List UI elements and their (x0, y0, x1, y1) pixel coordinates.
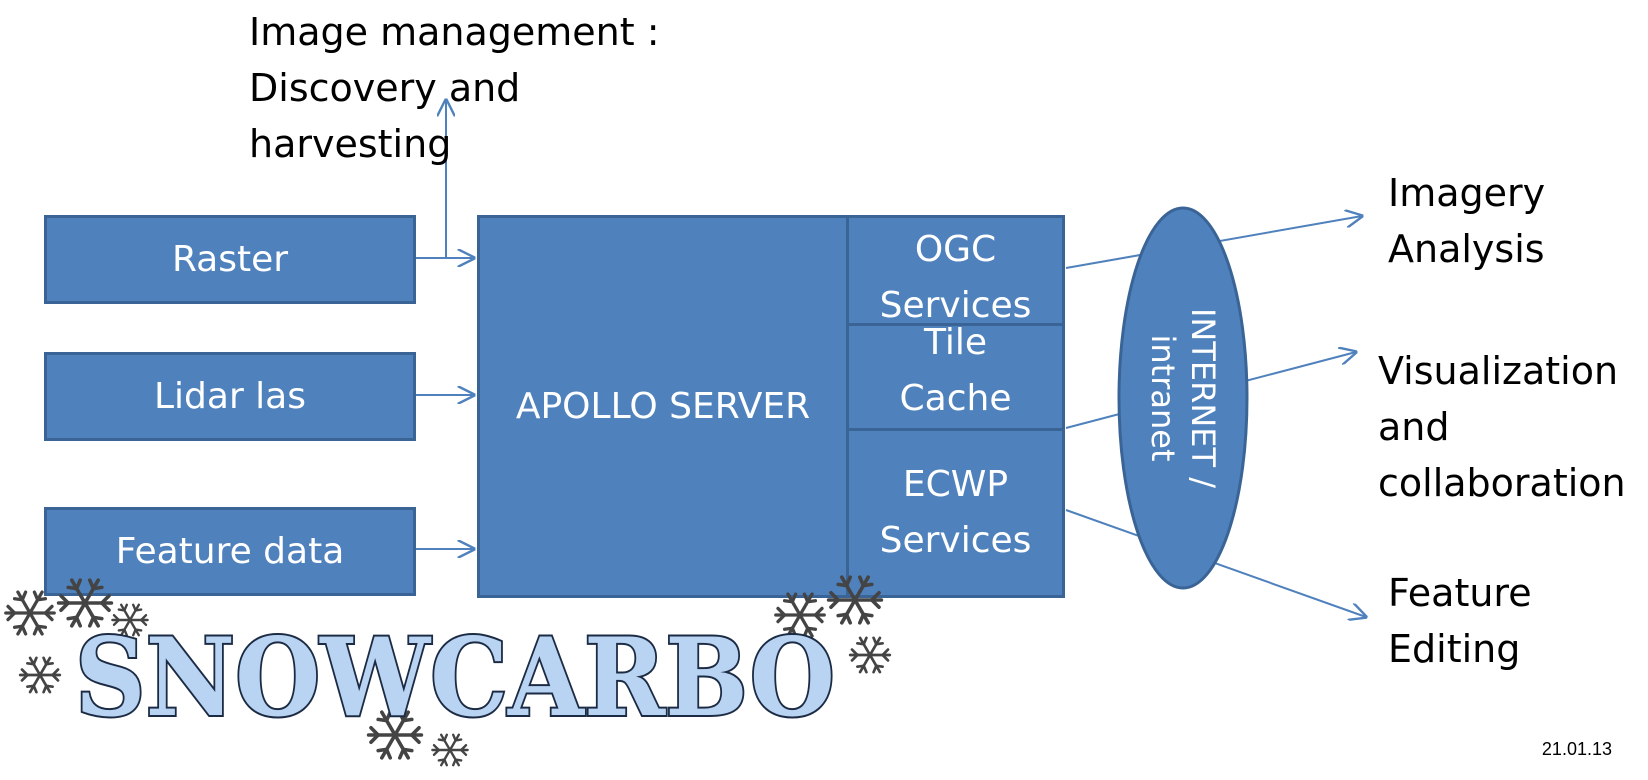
ecwp-line-2: Services (879, 520, 1032, 561)
tile-cache-box: Tile Cache (846, 322, 1065, 431)
feature-data-box: Feature data (44, 507, 416, 596)
snowcarbo-logo-graphic: SNOWCARBO (4, 575, 892, 767)
visualization-label: Visualization and collaboration (1378, 343, 1626, 511)
visualization-line-2: and (1378, 405, 1450, 449)
imagery-line-2: Analysis (1388, 227, 1545, 271)
feature-editing-line-1: Feature (1388, 571, 1532, 615)
network-line-2: intranet (1144, 334, 1182, 462)
lidar-label: Lidar las (153, 375, 307, 417)
lidar-box: Lidar las (44, 352, 416, 441)
feature-data-label: Feature data (115, 530, 345, 572)
ecwp-services-box: ECWP Services (846, 428, 1065, 598)
raster-label: Raster (171, 238, 289, 280)
visualization-line-1: Visualization (1378, 349, 1619, 393)
visualization-line-3: collaboration (1378, 461, 1626, 505)
raster-box: Raster (44, 215, 416, 304)
slide-date: 21.01.13 (1541, 739, 1612, 759)
network-line-1: INTERNET / (1184, 307, 1222, 489)
feature-editing-label: Feature Editing (1388, 565, 1532, 677)
ogc-services-box: OGC Services (846, 215, 1065, 326)
imagery-analysis-label: Imagery Analysis (1388, 165, 1545, 277)
imagery-line-1: Imagery (1388, 171, 1546, 215)
apollo-server-box: APOLLO SERVER (477, 215, 849, 598)
apollo-server-label: APOLLO SERVER (515, 385, 811, 427)
network-label: INTERNET / intranet (1143, 218, 1223, 578)
snowcarbo-logo-text: SNOWCARBO (75, 615, 835, 741)
tile-line-2: Cache (899, 378, 1012, 419)
ogc-line-2: Services (879, 284, 1032, 326)
discovery-label-line-1: Image management : (249, 10, 660, 54)
feature-editing-line-2: Editing (1388, 627, 1521, 671)
tile-line-1: Tile (923, 322, 988, 363)
discovery-label-line-2: Discovery and (249, 66, 521, 110)
snowcarbo-logo: SNOWCARBO (0, 575, 900, 775)
network-oval (1117, 206, 1249, 590)
ogc-line-1: OGC (914, 228, 997, 270)
discovery-label-line-3: harvesting (249, 122, 452, 166)
discovery-label: Image management : Discovery and harvest… (249, 4, 660, 172)
ecwp-line-1: ECWP (902, 464, 1009, 505)
